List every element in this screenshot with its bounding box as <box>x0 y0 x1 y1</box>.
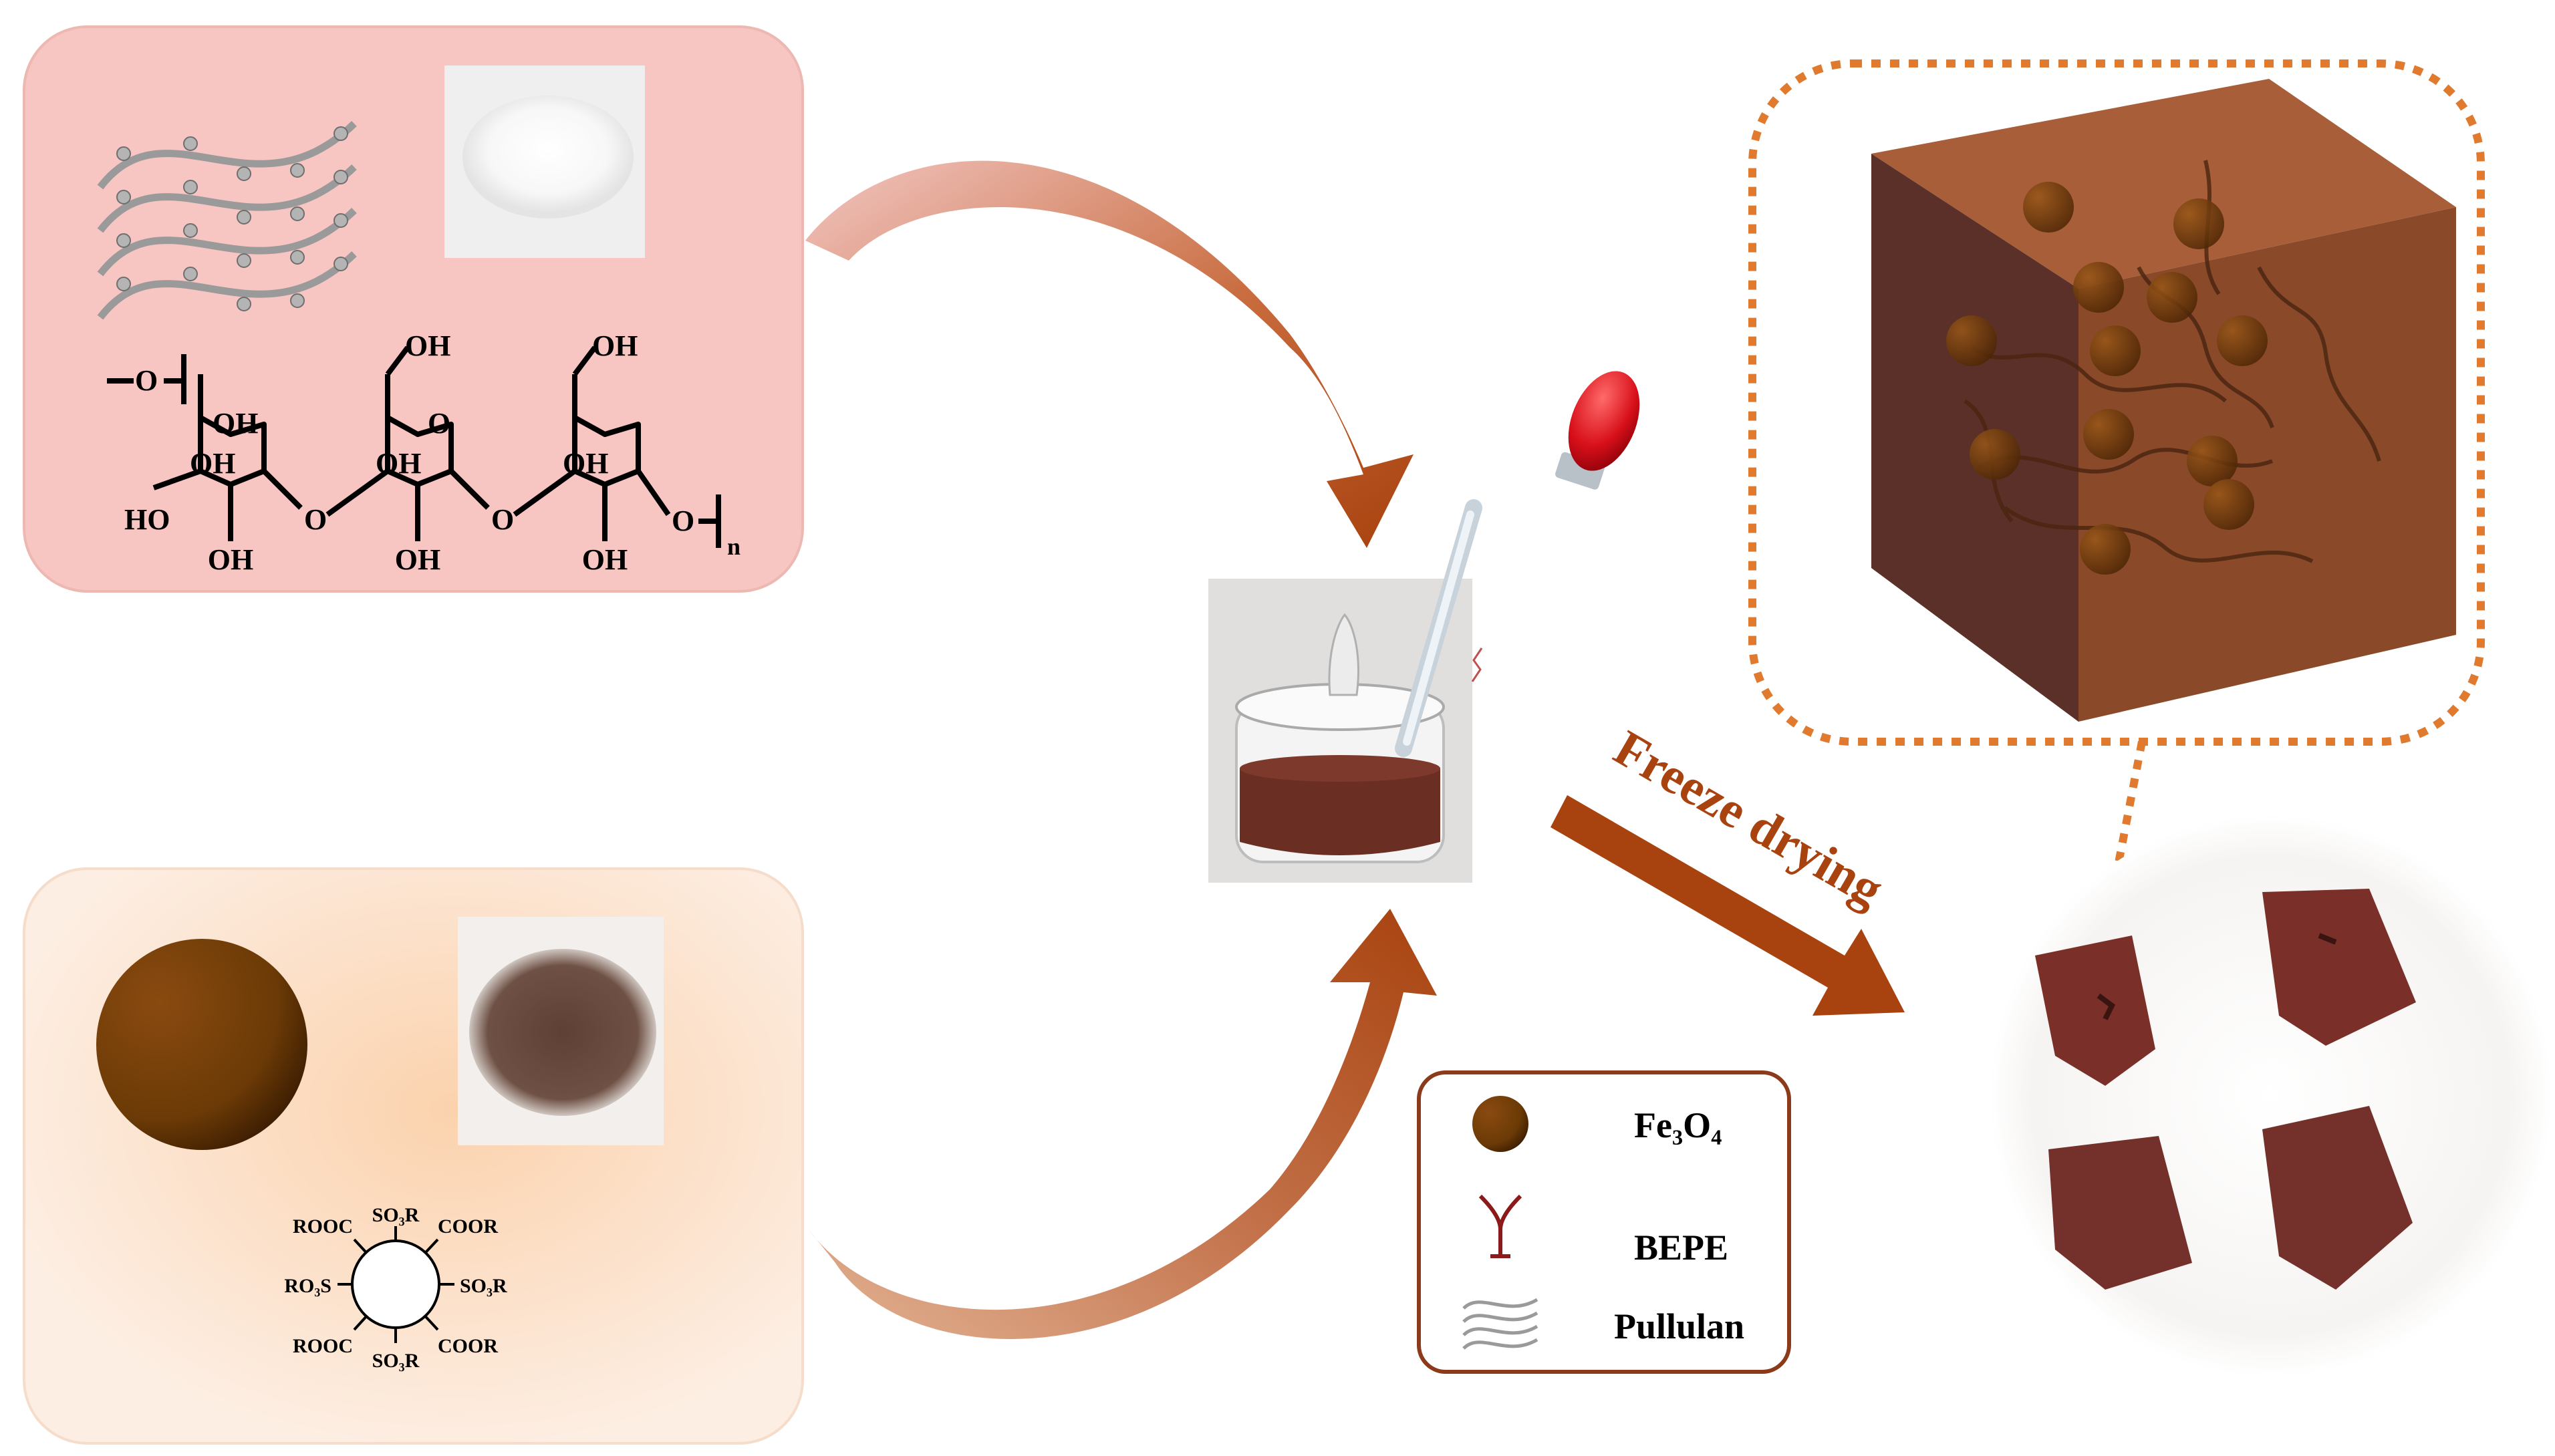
surface-group-labels: SO₃R COOR SO₃R COOR SO₃R ROOC RO₃S ROOC <box>284 1204 507 1372</box>
aerogel-cube-icon <box>1871 79 2456 722</box>
hydroxyl-1: OH <box>190 447 235 480</box>
arrow-pullulan-to-mixture <box>805 160 1414 548</box>
legend-fe3o4-icon <box>1472 1096 1528 1152</box>
legend-fe3o4-label: Fe₃O₄ <box>1634 1105 1722 1145</box>
group-bottom: SO₃R <box>372 1350 420 1372</box>
hydroxyl-5: OH <box>395 543 440 576</box>
ring-o-2: O <box>428 407 450 440</box>
linker-o-3: O <box>491 503 514 536</box>
repeat-subscript: n <box>727 533 741 560</box>
group-left: RO₃S <box>284 1275 331 1297</box>
arrow-fe3o4-to-mixture <box>809 909 1437 1339</box>
group-top-right: COOR <box>438 1215 498 1237</box>
terminal-ho: HO <box>124 503 170 536</box>
legend-bepe-icon <box>1478 1194 1522 1258</box>
hydroxyl-2: OH <box>208 543 253 576</box>
group-top: SO₃R <box>372 1204 420 1226</box>
group-right: SO₃R <box>460 1275 507 1297</box>
group-bottom-right: COOR <box>438 1335 498 1357</box>
hydroxyl-4: OH <box>376 447 421 480</box>
fe3o4-powder-photo <box>458 917 664 1145</box>
fe3o4-nanoparticle-icon <box>96 939 307 1150</box>
dropper-icon <box>1395 371 1640 757</box>
pullulan-powder-photo <box>444 65 645 258</box>
linker-o-2: O <box>304 503 327 536</box>
aerogel-samples-photo <box>1990 815 2552 1376</box>
legend-bepe-label: BEPE <box>1634 1227 1728 1268</box>
fe3o4-panel: SO₃R COOR SO₃R COOR SO₃R ROOC RO₃S ROOC <box>23 867 804 1445</box>
linker-o-1: O <box>135 364 158 397</box>
hydroxyl-7: OH <box>563 447 608 480</box>
hydroxyl-8: OH <box>582 543 628 576</box>
legend-pullulan-icon <box>1462 1298 1538 1350</box>
freeze-drying-arrow <box>1551 795 1905 1016</box>
legend-pullulan-label: Pullulan <box>1614 1306 1744 1346</box>
hydroxyl-6: OH <box>592 329 638 362</box>
pullulan-chain-icon <box>97 121 357 320</box>
pullulan-structure <box>107 345 721 548</box>
linker-o-4: O <box>672 504 694 537</box>
functionalized-particle-icon <box>338 1226 454 1343</box>
group-top-left: ROOC <box>293 1215 353 1237</box>
freeze-drying-label: Freeze drying <box>1605 720 1893 918</box>
hydroxyl-3: OH <box>405 329 450 362</box>
hydroxyl-9: OH <box>213 407 258 440</box>
legend: Fe₃O₄ BEPE Pullulan <box>1417 1070 1791 1374</box>
pullulan-structure-labels: O OH HO OH O OH O OH OH O OH OH OH O n O… <box>124 329 741 576</box>
aerogel-schematic-box <box>1748 59 2485 940</box>
group-bottom-left: ROOC <box>293 1335 353 1357</box>
mixture-vial-photo <box>1208 579 1472 883</box>
pullulan-panel: O OH HO OH O OH O OH OH O OH OH OH O n O… <box>23 25 804 593</box>
